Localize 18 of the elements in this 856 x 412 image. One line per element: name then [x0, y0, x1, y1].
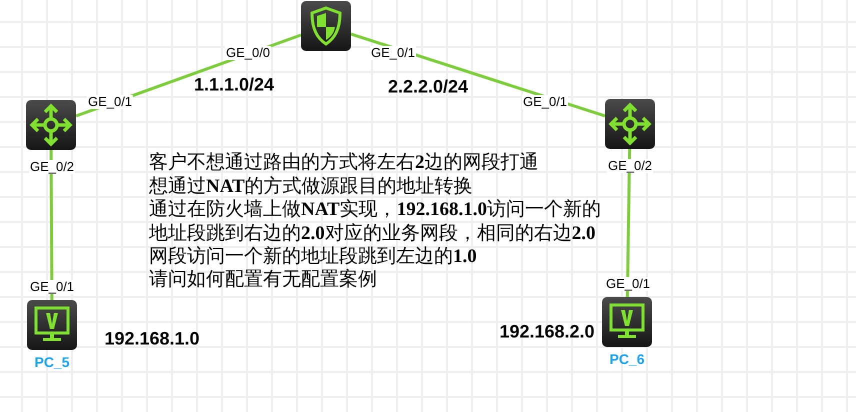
- port-label: GE_0/2: [28, 160, 76, 174]
- port-label: GE_0/1: [28, 280, 76, 294]
- device-label: PC_6: [608, 351, 646, 367]
- port-label: GE_0/1: [604, 277, 652, 291]
- question-text: 客户不想通过路由的方式将左右2边的网段打通: [149, 151, 538, 174]
- device-label: PC_5: [33, 354, 71, 370]
- network-address: 192.168.2.0: [499, 322, 595, 342]
- question-text: 请问如何配置有无配置案例: [149, 268, 377, 292]
- network-address: 1.1.1.0/24: [194, 74, 274, 96]
- port-label: GE_0/0: [224, 46, 272, 60]
- network-address: 192.168.1.0: [104, 328, 200, 350]
- port-label: GE_0/1: [370, 46, 416, 60]
- question-text: 通过在防火墙上做NAT实现，192.168.1.0访问一个新的地址段跳到右边的2.0对应的业务网段，相同的右边2.0网段访问一个新的地址段跳到左边的1.0: [149, 198, 602, 268]
- port-label: GE_0/2: [606, 159, 654, 173]
- network-address: 2.2.2.0/24: [388, 76, 468, 98]
- port-label: GE_0/1: [522, 95, 568, 109]
- port-label: GE_0/1: [86, 95, 134, 109]
- question-text: 想通过NAT的方式做源跟目的地址转换: [149, 174, 473, 198]
